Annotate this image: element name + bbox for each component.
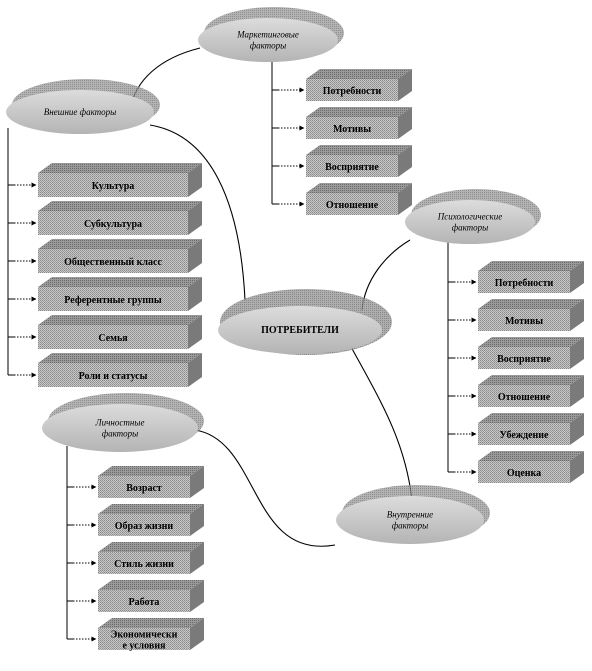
factor-box-marketing-3-label: Отношение <box>326 200 379 211</box>
factor-box-marketing-1-label: Мотивы <box>333 124 371 135</box>
factor-node-external: Внешние факторы <box>6 79 160 134</box>
factor-box-marketing-2-label: Восприятие <box>325 162 379 173</box>
factor-box-external-3: Референтные группы <box>38 277 202 311</box>
factor-box-psychological-3: Отношение <box>478 375 584 407</box>
factor-box-personal-0: Возраст <box>98 466 204 498</box>
factor-box-personal-2: Стиль жизни <box>98 542 204 574</box>
factor-box-marketing-3: Отношение <box>306 183 412 215</box>
factor-box-psychological-2-label: Восприятие <box>497 354 551 365</box>
factor-box-external-5-label: Роли и статусы <box>79 371 148 382</box>
factor-box-personal-3: Работа <box>98 580 204 612</box>
factor-box-psychological-5-label: Оценка <box>507 468 541 479</box>
factor-node-label-external: Внешние факторы <box>44 107 117 117</box>
factor-box-external-2-label: Общественный класс <box>64 257 162 268</box>
connector-external-center <box>149 124 246 301</box>
factor-box-personal-1: Образ жизни <box>98 504 204 536</box>
factor-box-external-4-label: Семья <box>98 333 128 344</box>
factor-box-marketing-0: Потребности <box>306 69 412 101</box>
connector-personal-internal <box>194 429 336 547</box>
factor-box-psychological-3-label: Отношение <box>498 392 551 403</box>
factor-box-psychological-2: Восприятие <box>478 337 584 369</box>
factor-box-psychological-1: Мотивы <box>478 299 584 331</box>
factor-box-psychological-5: Оценка <box>478 451 584 483</box>
factor-box-external-5: Роли и статусы <box>38 353 202 387</box>
factor-box-psychological-0-label: Потребности <box>495 278 554 289</box>
factor-box-external-0-label: Культура <box>92 181 135 192</box>
factor-box-personal-3-label: Работа <box>129 597 160 608</box>
factor-box-external-0: Культура <box>38 163 202 197</box>
factor-box-psychological-4-label: Убеждение <box>500 430 550 441</box>
factor-box-personal-0-label: Возраст <box>126 483 162 494</box>
factor-box-external-1-label: Субкультура <box>84 219 142 230</box>
factor-box-personal-2-label: Стиль жизни <box>114 559 174 570</box>
factor-box-external-1: Субкультура <box>38 201 202 235</box>
factor-box-psychological-1-label: Мотивы <box>505 316 543 327</box>
factor-box-marketing-0-label: Потребности <box>323 86 382 97</box>
connector-center-internal <box>349 344 413 501</box>
center-label: ПОТРЕБИТЕЛИ <box>261 325 339 336</box>
center-node: ПОТРЕБИТЕЛИ <box>218 289 392 355</box>
factor-box-personal-1-label: Образ жизни <box>115 521 174 532</box>
factor-box-external-4: Семья <box>38 315 202 349</box>
factor-box-psychological-0: Потребности <box>478 261 584 293</box>
connector-center-psychological <box>361 239 411 311</box>
factor-box-marketing-1: Мотивы <box>306 107 412 139</box>
factor-box-external-3-label: Референтные группы <box>64 295 162 306</box>
factor-box-marketing-2: Восприятие <box>306 145 412 177</box>
factor-box-external-2: Общественный класс <box>38 239 202 273</box>
group-psychological: ПотребностиМотивыВосприятиеОтношениеУбеж… <box>405 189 584 483</box>
factor-box-psychological-4: Убеждение <box>478 413 584 445</box>
